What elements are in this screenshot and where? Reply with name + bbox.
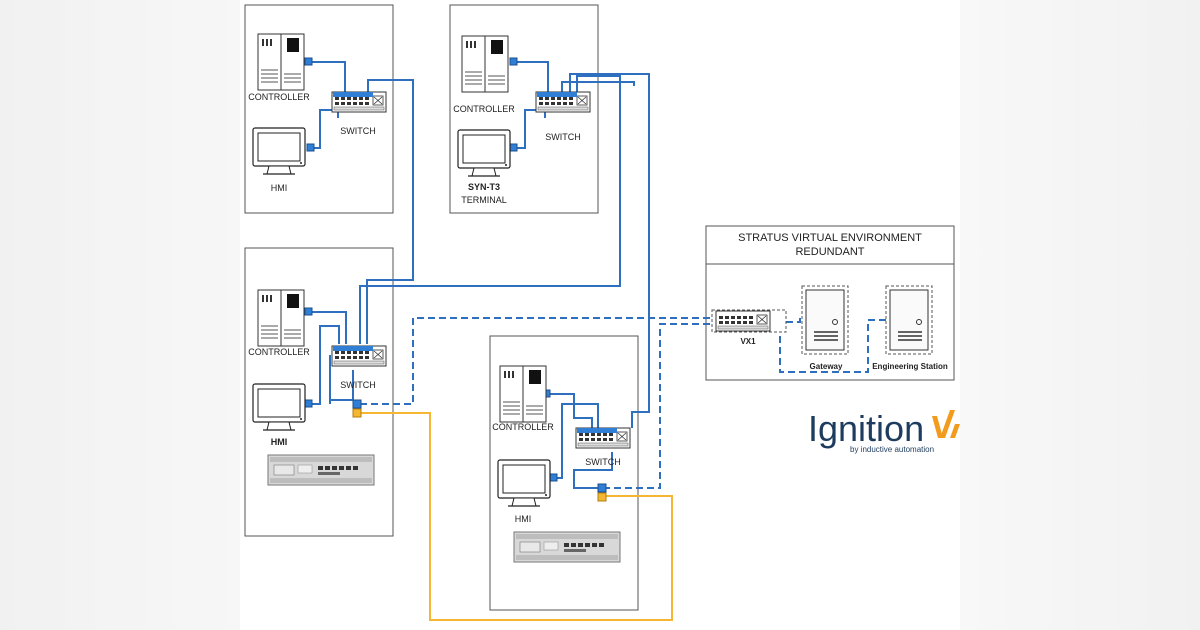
- cable-site2-uplink-a: [561, 81, 635, 92]
- cable-site2-controller: [516, 61, 549, 92]
- serial-site3-to-site4: [357, 412, 673, 621]
- cable-site1-controller: [310, 61, 346, 92]
- port-site1-hmi: [306, 143, 315, 152]
- port-site4-hmi: [549, 473, 558, 482]
- serial-cables: [357, 412, 673, 621]
- cable-site1-to-site3: [366, 79, 414, 344]
- dashed-vx1-to-gateway: [786, 318, 801, 323]
- cable-site3-controller: [310, 311, 347, 344]
- port-site4-edge-serial: [597, 492, 607, 502]
- cable-site4-switch-down: [573, 452, 613, 489]
- site3-controller-icon: [257, 289, 305, 347]
- cable-site4-controller: [548, 393, 593, 428]
- site2-switch-ports: [537, 92, 577, 97]
- cable-site2-to-site4: [569, 73, 650, 428]
- vx1-label: VX1: [740, 337, 756, 346]
- site2-controller-label: CONTROLLER: [453, 104, 515, 114]
- engineering-server-icon: [885, 285, 933, 355]
- site3-controller-label: CONTROLLER: [248, 347, 310, 357]
- cable-site2-terminal: [516, 109, 546, 149]
- site4-switch-label: SWITCH: [585, 457, 621, 467]
- site4-switch-ports: [577, 428, 617, 433]
- site4-controller-icon: [499, 365, 547, 423]
- site4-hmi-label: HMI: [515, 514, 532, 524]
- dashed-vx1-to-engineering: [779, 319, 886, 373]
- logo-flame-icon: [932, 410, 960, 438]
- stratus-title-line2: REDUNDANT: [795, 246, 864, 258]
- site1-hmi-label: HMI: [271, 183, 288, 193]
- cable-site3-hmi: [310, 325, 340, 405]
- left-margin: [0, 0, 240, 630]
- site1-controller-icon: [257, 33, 305, 91]
- gateway-label: Gateway: [810, 362, 843, 371]
- engineering-station-label: Engineering Station: [872, 362, 948, 371]
- site3-switch-ports: [333, 346, 373, 351]
- site2-terminal-name: SYN-T3: [468, 182, 500, 192]
- port-site2-controller: [509, 57, 518, 66]
- ignition-logo: Ignition by inductive automation: [808, 408, 960, 454]
- virtual-network-cables: [360, 317, 886, 489]
- vx1-switch-icon: [711, 309, 787, 333]
- logo-wordmark: Ignition: [808, 408, 924, 449]
- port-site2-terminal: [509, 143, 518, 152]
- site4-controller-label: CONTROLLER: [492, 422, 554, 432]
- site3-switch-label: SWITCH: [340, 380, 376, 390]
- site4-edge-pc-icon: [513, 531, 621, 563]
- stratus-title-line1: STRATUS VIRTUAL ENVIRONMENT: [738, 232, 922, 244]
- site3-hmi-label: HMI: [271, 437, 288, 447]
- cable-site2-to-site3: [359, 75, 621, 344]
- site2-terminal-label: TERMINAL: [461, 195, 507, 205]
- dashed-site4-to-vx1: [603, 323, 712, 489]
- cable-site4-hmi: [555, 403, 599, 479]
- ports: [304, 57, 607, 502]
- site1-controller-label: CONTROLLER: [248, 92, 310, 102]
- dashed-site3-to-vx1: [360, 317, 712, 405]
- port-site3-edge-serial: [352, 408, 362, 418]
- logo-tagline: by inductive automation: [850, 445, 934, 454]
- labels: CONTROLLER SWITCH HMI CONTROLLER SWITCH …: [248, 92, 948, 524]
- site3-edge-pc-icon: [267, 454, 375, 486]
- cable-site3-switch-down: [329, 370, 354, 404]
- port-site1-controller: [304, 57, 313, 66]
- port-site3-controller: [304, 307, 313, 316]
- site1-switch-label: SWITCH: [340, 126, 376, 136]
- port-site3-edge-eth: [352, 399, 362, 409]
- port-site4-edge-eth: [597, 483, 607, 493]
- port-site3-hmi: [304, 399, 313, 408]
- cable-site1-hmi: [313, 109, 339, 149]
- site2-controller-icon: [461, 35, 509, 93]
- right-margin: [960, 0, 1200, 630]
- gateway-server-icon: [801, 285, 849, 355]
- site1-switch-ports: [333, 92, 373, 97]
- network-cables: [310, 61, 650, 489]
- site2-switch-label: SWITCH: [545, 132, 581, 142]
